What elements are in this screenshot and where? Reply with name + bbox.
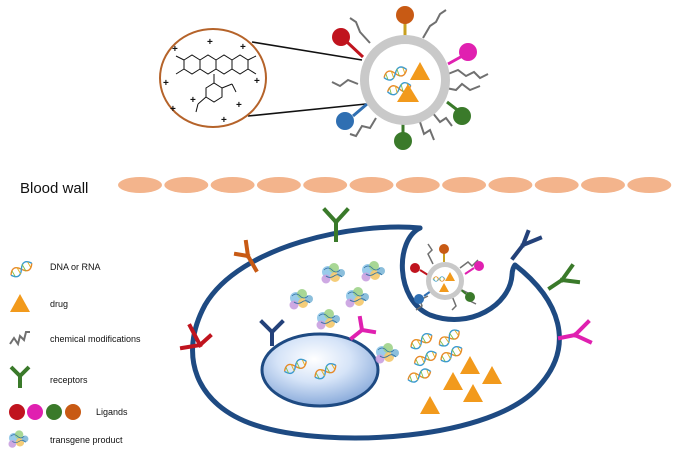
orange-triangle-icon: [10, 294, 30, 312]
ligand-orange: [396, 6, 414, 24]
ligand-red: [332, 28, 350, 46]
blood-wall-cell: [442, 177, 487, 193]
y-receptor-icon: [9, 365, 31, 388]
legend-label-drug: drug: [50, 299, 68, 309]
legend-label-transgene: transgene product: [50, 435, 123, 445]
svg-text:+: +: [190, 95, 196, 106]
legend: DNA or RNA drug chemical modifications r…: [8, 258, 141, 449]
blood-wall-cell: [349, 177, 394, 193]
blood-wall-cell: [303, 177, 348, 193]
svg-text:+: +: [172, 44, 178, 55]
svg-text:+: +: [240, 42, 246, 53]
blood-wall-cell: [488, 177, 533, 193]
legend-item-drug: drug: [10, 294, 68, 312]
legend-item-receptors: receptors: [9, 365, 88, 388]
svg-text:+: +: [221, 115, 227, 126]
ligand-balls-icon: [9, 404, 81, 420]
legend-item-chem: chemical modifications: [9, 331, 141, 347]
blood-wall-cell: [627, 177, 672, 193]
legend-label-receptors: receptors: [50, 375, 88, 385]
legend-label-ligands: Ligands: [96, 407, 128, 417]
blood-wall-cell: [210, 177, 255, 193]
svg-text:+: +: [163, 78, 169, 89]
blood-wall-cell: [581, 177, 625, 193]
svg-text:+: +: [207, 37, 213, 48]
svg-text:+: +: [236, 100, 242, 111]
protein-blob-icon: [8, 430, 29, 449]
dna-helix-icon: [8, 258, 35, 280]
released-drug: [420, 356, 502, 414]
legend-item-transgene: transgene product: [8, 430, 123, 449]
nanoparticle-internalized: [410, 243, 484, 311]
svg-text:+: +: [254, 76, 260, 87]
blood-wall-cell: [395, 177, 440, 193]
blood-wall-cell: [256, 177, 301, 193]
legend-item-dna: DNA or RNA: [8, 258, 101, 280]
svg-text:+: +: [170, 104, 176, 115]
blood-wall-cell: [534, 177, 579, 193]
legend-label-dna: DNA or RNA: [50, 262, 101, 272]
legend-item-ligands: Ligands: [9, 404, 128, 420]
chemical-structure-inset: + + + + + + + + +: [159, 28, 267, 128]
blood-wall-cell: [118, 177, 162, 193]
blood-wall-label: Blood wall: [20, 180, 88, 197]
blood-wall-cells: [118, 177, 672, 193]
legend-label-chem: chemical modifications: [50, 334, 141, 344]
zigzag-chain-icon: [9, 331, 30, 347]
ligand-blue: [336, 112, 354, 130]
blood-wall-cell: [164, 177, 209, 193]
target-cell: [179, 207, 593, 441]
ligand-magenta: [459, 43, 477, 61]
ligand-green: [394, 132, 412, 150]
ligand-green-2: [453, 107, 471, 125]
nanoparticle-top: [247, 6, 489, 150]
